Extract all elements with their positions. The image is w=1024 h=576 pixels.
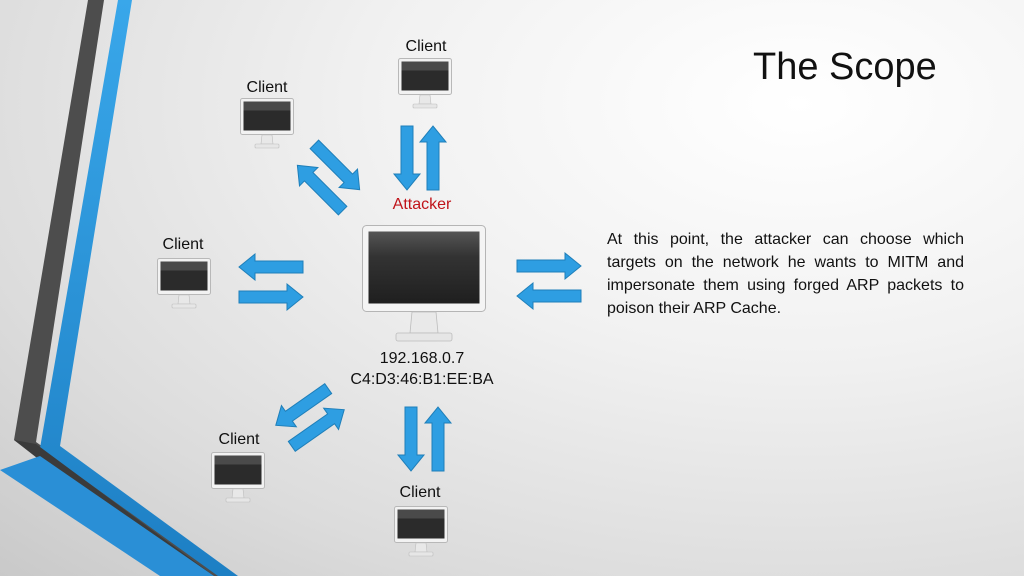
slide-description: At this point, the attacker can choose w… [607,231,964,317]
attacker-address: 192.168.0.7 C4:D3:46:B1:EE:BA [350,348,493,390]
arrow-down-right-icon [309,139,361,191]
arrow-up-icon [418,125,448,191]
double-arrow-icon [275,383,345,452]
arrow-up-right-icon [287,407,345,452]
double-arrow-icon [396,406,453,472]
attacker-ip: 192.168.0.7 [379,350,465,367]
arrow-right-icon [516,251,582,281]
arrow-left-icon [238,252,304,282]
arrow-down-left-icon [275,383,333,428]
ribbon-dark-outer [14,0,226,576]
arrow-up-left-icon [296,164,348,216]
slide-title: The Scope [753,46,937,88]
attacker-label: Attacker [392,196,452,213]
double-arrow-icon [516,251,582,311]
arrow-down-icon [392,125,422,191]
client-label-top-left: Client [246,79,288,96]
ribbon-blue-base [0,456,214,576]
client-monitor-icon [394,506,448,557]
arrow-right-icon [238,282,304,312]
attacker-monitor-icon [362,225,486,342]
client-label-left: Client [162,236,204,253]
client-label-bottom: Client [399,484,441,501]
arrow-up-icon [423,406,453,472]
arrow-left-icon [516,281,582,311]
client-label-bottom-left: Client [218,431,260,448]
client-monitor-icon [157,258,211,309]
client-monitor-icon [211,452,265,503]
attacker-mac: C4:D3:46:B1:EE:BA [350,371,494,388]
client-monitor-icon [398,58,452,109]
ribbon-blue [40,0,238,576]
arrow-down-icon [396,406,426,472]
client-label-top: Client [405,38,447,55]
double-arrow-icon [392,125,448,191]
double-arrow-icon [238,252,304,312]
double-arrow-icon [296,139,361,216]
client-monitor-icon [240,98,294,149]
